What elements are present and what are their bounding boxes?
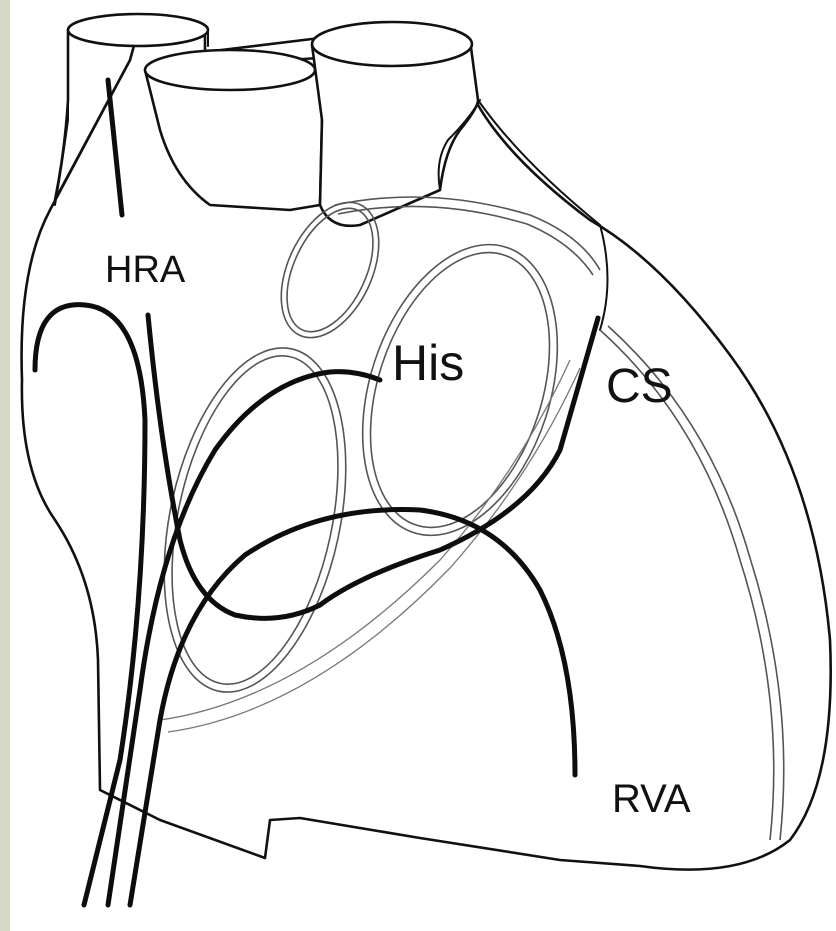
his-label: His [392, 335, 464, 391]
hra-label: HRA [105, 249, 186, 291]
rva-label: RVA [612, 777, 691, 821]
cs-label: CS [606, 360, 673, 413]
